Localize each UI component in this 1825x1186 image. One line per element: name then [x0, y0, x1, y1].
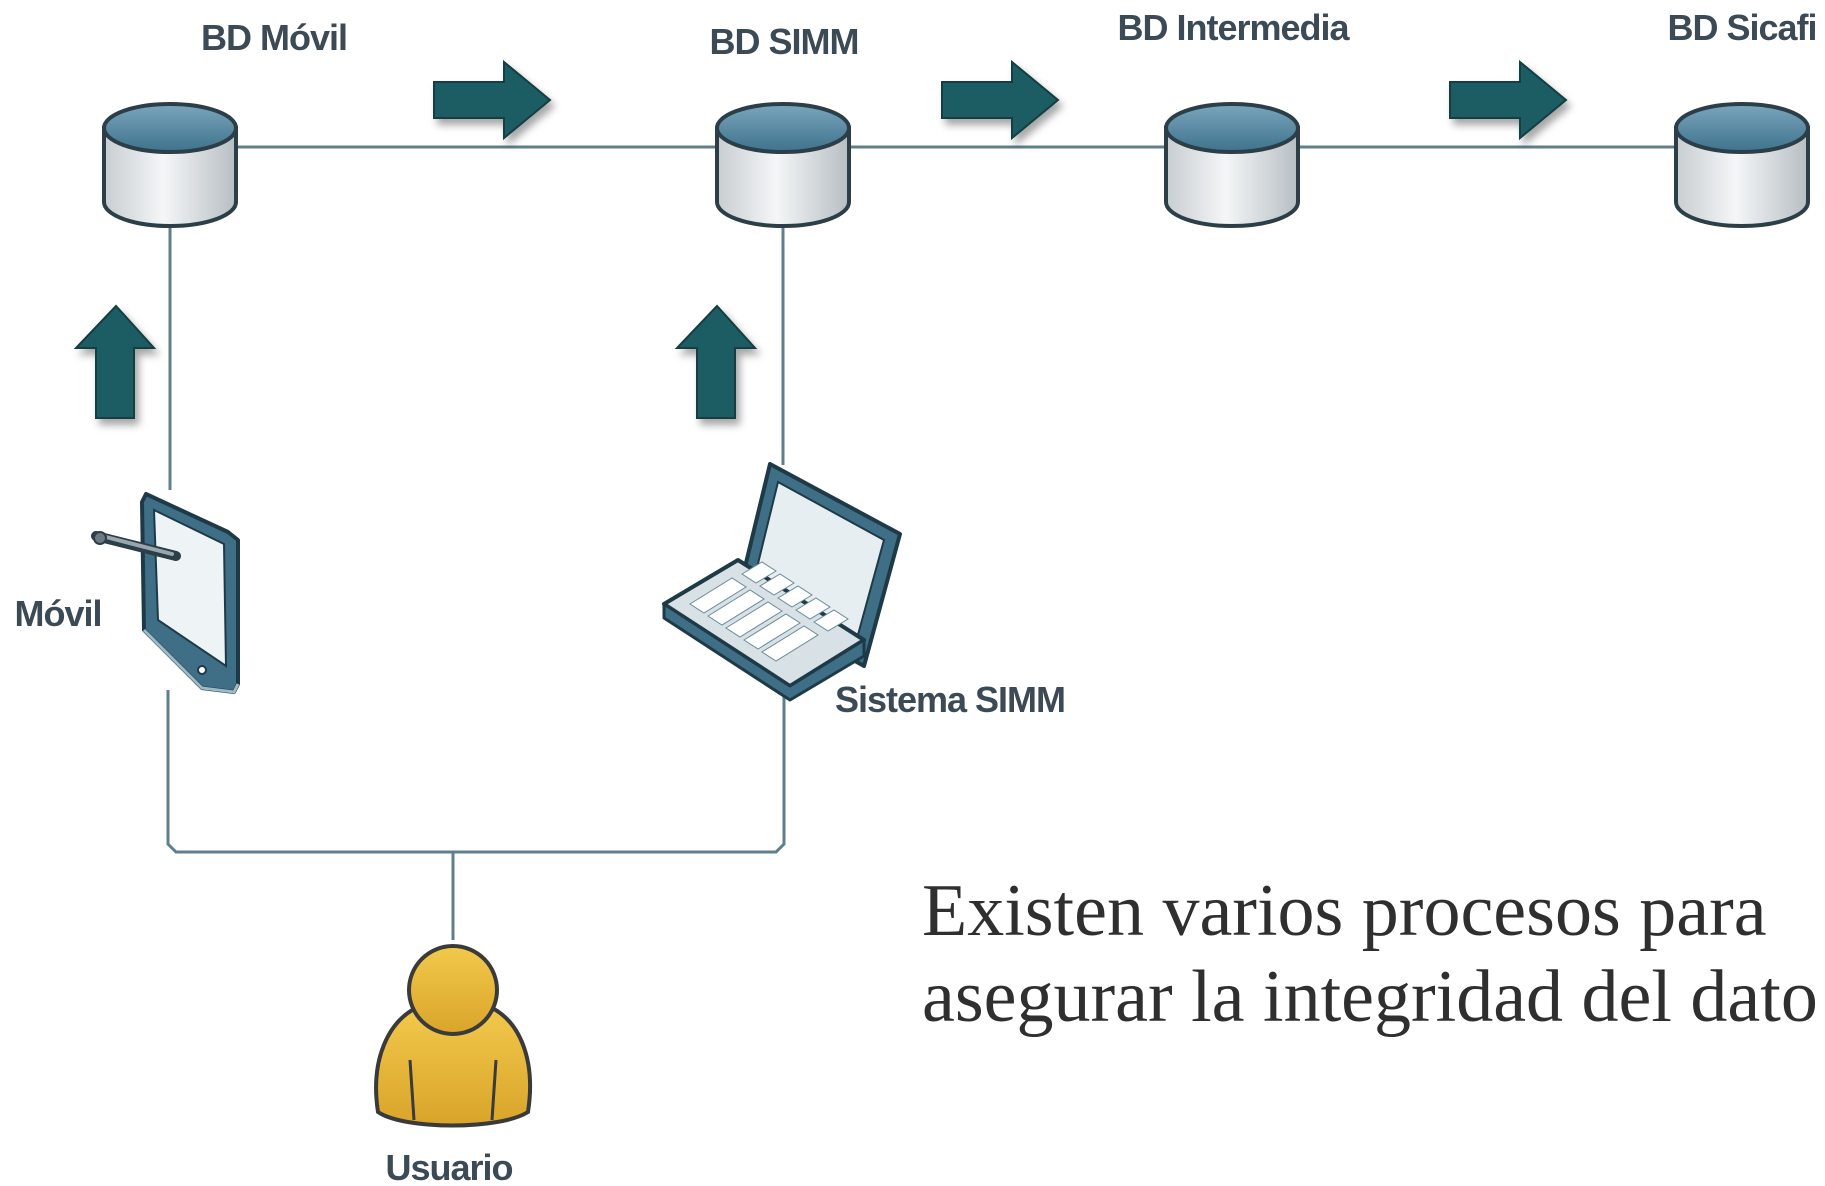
arrow-right-icon — [1449, 59, 1568, 141]
arrow-right-icon — [941, 59, 1060, 141]
label-bd-simm: BD SIMM — [710, 21, 859, 62]
label-bd-movil: BD Móvil — [201, 17, 347, 58]
arrow-up-icon — [674, 304, 758, 419]
label-bd-intermedia: BD Intermedia — [1117, 7, 1350, 48]
caption-text: Existen varios procesos para asegurar la… — [922, 868, 1822, 1040]
laptop-icon — [662, 462, 902, 702]
arrow-right-icon — [433, 59, 552, 141]
caption-line-2: asegurar la integridad del dato — [922, 956, 1818, 1038]
db-bd-simm — [715, 102, 851, 228]
label-usuario: Usuario — [385, 1147, 512, 1186]
label-bd-sicafi: BD Sicafi — [1667, 7, 1816, 48]
label-movil: Móvil — [14, 593, 101, 634]
stylus-icon — [91, 531, 181, 561]
caption-line-1: Existen varios procesos para — [922, 870, 1767, 952]
laptop-keyboard — [689, 561, 849, 662]
db-bd-sicafi — [1674, 102, 1810, 228]
db-bd-movil — [102, 102, 238, 228]
tablet-icon — [140, 492, 240, 694]
user-icon — [374, 944, 533, 1128]
line-user-branches — [166, 690, 786, 854]
db-bd-intermedia — [1164, 102, 1300, 228]
arrow-up-icon — [73, 304, 157, 419]
connection-lines — [166, 145, 1742, 940]
label-sistema-simm: Sistema SIMM — [835, 679, 1065, 720]
